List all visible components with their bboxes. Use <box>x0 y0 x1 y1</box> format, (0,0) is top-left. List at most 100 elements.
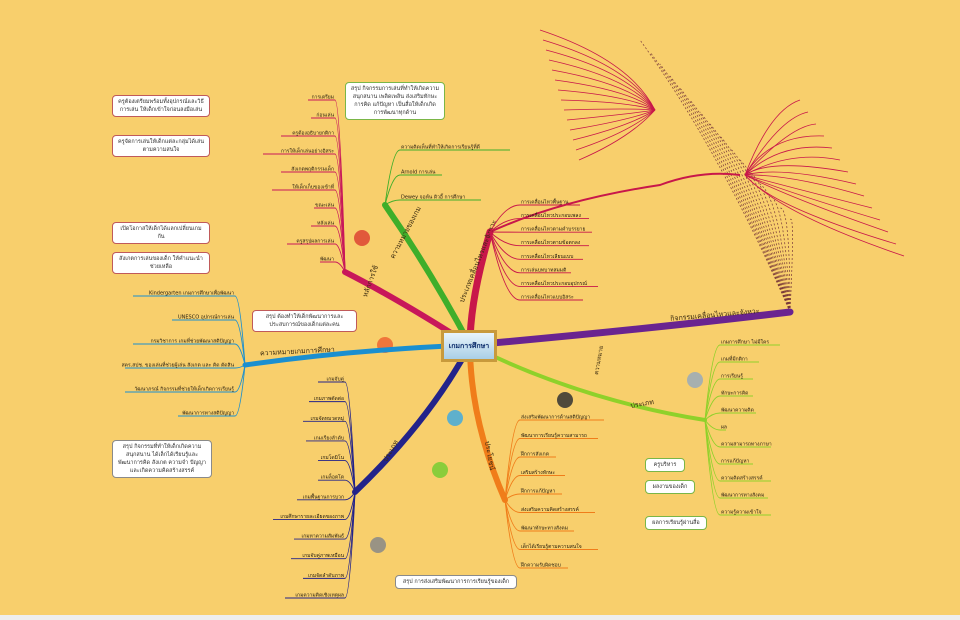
leaf-label[interactable]: วัฒนาภรณ์ กิจกรรมที่ช่วยให้เด็กเกิดการเร… <box>135 385 235 393</box>
leaf-label[interactable]: เกมเรียงลำดับ <box>314 434 344 441</box>
leaf-line <box>318 479 356 493</box>
leaf-label[interactable]: การเคลื่อนไหวตามข้อตกลง <box>521 239 581 246</box>
leaf-label[interactable]: ทักษะการคิด <box>721 390 748 397</box>
leaf-label[interactable]: ส่งเสริมพัฒนาการด้านสติปัญญา <box>521 414 590 421</box>
leaf-label[interactable]: เกมการศึกษา ไม่มีใคร <box>721 339 769 346</box>
leaf-label[interactable]: ฝึกความรับผิดชอบ <box>520 562 560 569</box>
leaf-label[interactable]: UNESCO อุปกรณ์การเล่น <box>178 314 235 321</box>
bottom-scrollbar[interactable] <box>0 615 960 620</box>
leaf-label[interactable]: เกมพื้นฐานการบวก <box>303 491 344 500</box>
leaf-label[interactable]: การแก้ปัญหา <box>721 458 750 465</box>
leaf-label[interactable]: เกมจัดหมวดหมู่ <box>311 416 344 422</box>
leaf-label[interactable]: เสริมสร้างทักษะ <box>521 469 555 476</box>
leaf-line <box>704 412 756 421</box>
principle-summary-note[interactable]: สรุป ต้องทำให้เด็กพัฒนาการและประสบการณ์ข… <box>252 310 357 332</box>
leaf-label[interactable]: เกมที่มีกติกา <box>721 356 748 363</box>
eval-note-1[interactable]: ครูบริหาร <box>645 458 685 472</box>
leaf-label[interactable]: ความคิดสร้างสรรค์ <box>721 475 763 482</box>
leaf-line <box>125 364 246 369</box>
note-text: เปิดโอกาสให้เด็กได้แลกเปลี่ยนเกมกัน <box>120 226 202 240</box>
leaf-label[interactable]: พัฒนาการเรียนรู้ความสามารถ <box>521 432 587 439</box>
leaf-line <box>704 344 780 421</box>
dashed-link <box>729 147 791 313</box>
leaf-line <box>178 364 246 417</box>
leaf-line <box>744 174 889 233</box>
leaf-label[interactable]: สคร.สปช. ของเล่นที่ช่วยผู้เล่น สังเกต แล… <box>122 362 235 369</box>
leaf-label[interactable]: การเคลื่อนไหวเลียนแบบ <box>521 253 573 260</box>
leaf-label[interactable]: สังเกตพฤติกรรมเด็ก <box>291 165 334 173</box>
principle-note-2[interactable]: ครูจัดการเล่นให้เด็กแต่ละกลุ่มได้เล่นตาม… <box>112 135 210 157</box>
leaf-label[interactable]: พัฒนาการทางสติปัญญา <box>182 410 234 417</box>
leaf-line <box>569 109 656 131</box>
mouse-icon <box>687 372 703 388</box>
leaf-line <box>578 109 656 161</box>
leaf-label[interactable]: ความรู้ความเข้าใจ <box>721 509 762 516</box>
leaf-label[interactable]: เกมหาความสัมพันธ์ <box>301 533 344 540</box>
principle-note-1[interactable]: ครูต้องเตรียมพร้อมทั้งอุปกรณ์และวิธีการเ… <box>112 95 210 117</box>
leaf-label[interactable]: ฝึกการแก้ปัญหา <box>520 488 555 495</box>
leaf-label[interactable]: การเคลื่อนไหวตามคำบรรยาย <box>521 226 585 233</box>
leaf-line <box>575 109 656 151</box>
dashed-link <box>759 183 791 313</box>
principle-note-3[interactable]: เปิดโอกาสให้เด็กได้แลกเปลี่ยนเกมกัน <box>112 222 210 244</box>
rocket-icon <box>354 230 370 246</box>
leaf-label[interactable]: เกมจับคู่ภาพเหมือน <box>302 552 344 559</box>
note-text: ผลการเรียนรู้ผ่านสื่อ <box>652 520 700 526</box>
leaf-label[interactable]: ครูสรุปผลการเล่น <box>296 239 334 245</box>
branch-label[interactable]: ความหมายเกมการศึกษา <box>260 345 335 358</box>
leaf-label[interactable]: การเล่นบทบาทสมมติ <box>521 266 566 273</box>
summary-note-meaning[interactable]: สรุป กิจกรรมการเล่นที่ทำให้เกิดความสนุกส… <box>345 82 445 120</box>
leaf-label[interactable]: การให้เด็กเล่นอย่างอิสระ <box>281 147 334 155</box>
dashed-link <box>749 171 791 313</box>
leaf-line <box>291 491 356 560</box>
eval-note-2[interactable]: ผลงานของเด็ก <box>645 480 695 494</box>
leaf-label[interactable]: การเรียนรู้ <box>721 373 743 380</box>
leaf-label[interactable]: เกมภาพตัดต่อ <box>314 396 344 402</box>
principle-note-4[interactable]: สังเกตการเล่นของเด็ก ให้คำแนะนำ ช่วยเหลื… <box>112 252 210 274</box>
leaf-label[interactable]: Arnold การเล่น <box>401 170 436 176</box>
leaf-label[interactable]: เกมล็อตโต <box>321 473 344 481</box>
leaf-label[interactable]: เกมศึกษารายละเอียดของภาพ <box>280 513 344 520</box>
sub-topic-label[interactable]: ความหมาย <box>593 345 605 375</box>
leaf-line <box>704 419 771 448</box>
leaf-label[interactable]: ความคิดเห็นที่ทำให้เกิดการเรียนรู้ที่ดี <box>401 143 480 151</box>
leaf-label[interactable]: ฝึกการสังเกต <box>520 451 549 458</box>
leaf-label[interactable]: การเคลื่อนไหวประกอบอุปกรณ์ <box>521 280 587 287</box>
leaf-label[interactable]: เกมความคิดเชิงเหตุผล <box>295 592 344 599</box>
leaf-label[interactable]: เกมจับคู่ <box>327 377 344 383</box>
leaf-label[interactable]: Dewey จอห์น ดิวอี้ การศึกษา <box>401 192 466 201</box>
leaf-line <box>311 225 346 273</box>
leaf-label[interactable]: ขณะเล่น <box>315 203 335 209</box>
leaf-label[interactable]: พัฒนาความคิด <box>721 407 754 414</box>
leaf-label[interactable]: เกมโดมิโน <box>321 454 345 461</box>
leaf-label[interactable]: พัฒนาทักษะทางสังคม <box>521 526 568 532</box>
leaf-label[interactable]: ครูต้องอธิบายกติกา <box>292 130 334 137</box>
leaf-label[interactable]: พัฒนา <box>320 257 334 263</box>
leaf-label[interactable]: เกมจัดลำดับภาพ <box>308 573 344 579</box>
leaf-label[interactable]: หลังเล่น <box>317 221 335 227</box>
branch-line <box>352 342 473 495</box>
types-summary-note[interactable]: สรุป กิจกรรมที่ทำให้เด็กเกิดความสนุกสนาน… <box>112 440 212 478</box>
leaf-line <box>744 146 833 176</box>
leaf-label[interactable]: ความสามารถทางภาษา <box>721 442 772 448</box>
leaf-label[interactable]: การเคลื่อนไหวพื้นฐาน <box>521 197 569 206</box>
leaf-label[interactable]: เด็กได้เรียนรู้ตามความสนใจ <box>521 542 582 550</box>
dashed-link <box>769 195 791 313</box>
benefit-summary-note[interactable]: สรุป การส่งเสริมพัฒนาการการเรียนรู้ของเด… <box>395 575 517 589</box>
central-topic[interactable]: เกมการศึกษา <box>441 330 497 362</box>
leaf-label[interactable]: ผล <box>721 425 727 431</box>
leaf-line <box>318 460 356 493</box>
leaf-label[interactable]: การเคลื่อนไหวประกอบเพลง <box>521 212 581 219</box>
leaf-label[interactable]: การเคลื่อนไหวแบบอิสระ <box>521 294 574 301</box>
leaf-label[interactable]: ก่อนเล่น <box>316 113 334 119</box>
leaf-label[interactable]: พัฒนาการทางสังคม <box>721 493 764 499</box>
leaf-label[interactable]: การเตรียม <box>312 94 334 101</box>
eval-note-3[interactable]: ผลการเรียนรู้ผ่านสื่อ <box>645 516 707 530</box>
leaf-label[interactable]: Kindergarten เกมการศึกษาเพื่อพัฒนา <box>149 290 234 297</box>
leaf-label[interactable]: ส่งเสริมความคิดสร้างสรรค์ <box>521 506 579 513</box>
leaf-line <box>704 361 759 421</box>
leaf-line <box>744 174 881 221</box>
leaf-label[interactable]: ให้เด็กเก็บของเข้าที่ <box>292 183 334 191</box>
leaf-line <box>384 174 442 206</box>
leaf-label[interactable]: กรมวิชาการ เกมที่ช่วยพัฒนาสติปัญญา <box>151 338 235 345</box>
